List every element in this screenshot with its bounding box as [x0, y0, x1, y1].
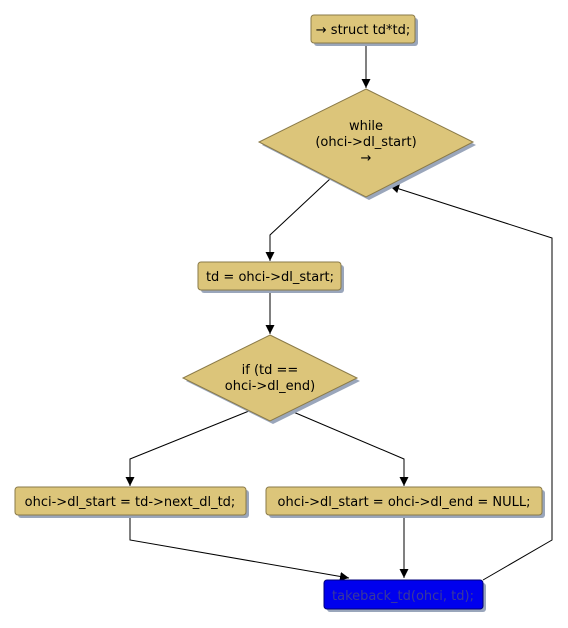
node-assign: td = ohci->dl_start; [197, 261, 344, 293]
node-cond-label-line1: if (td == [242, 363, 299, 378]
node-cond: if (td == ohci->dl_end) [181, 334, 360, 424]
edges [125, 45, 553, 581]
node-loop-label-line1: while [349, 119, 383, 134]
node-start: → struct td*td; [310, 14, 418, 46]
node-next-label: ohci->dl_start = td->next_dl_td; [25, 495, 236, 510]
node-takeback: takeback_td(ohci, td); [323, 579, 486, 612]
node-loop: while (ohci->dl_start) → [257, 88, 476, 200]
node-next: ohci->dl_start = td->next_dl_td; [14, 486, 249, 518]
node-assign-label: td = ohci->dl_start; [206, 270, 334, 285]
edge-cond-to-next [125, 410, 250, 486]
edge-takeback-to-loop [389, 184, 553, 581]
node-null: ohci->dl_start = ohci->dl_end = NULL; [265, 486, 545, 518]
edge-next-to-takeback [129, 515, 350, 581]
node-takeback-label: takeback_td(ohci, td); [332, 589, 474, 604]
node-cond-label-line2: ohci->dl_end) [225, 379, 315, 394]
node-null-label: ohci->dl_start = ohci->dl_end = NULL; [278, 495, 531, 510]
edge-loop-to-assign [265, 177, 332, 261]
node-loop-label-line3: → [361, 151, 372, 166]
edge-cond-to-null [290, 410, 409, 486]
node-loop-label-line2: (ohci->dl_start) [315, 135, 416, 150]
node-start-label: → struct td*td; [316, 23, 410, 38]
